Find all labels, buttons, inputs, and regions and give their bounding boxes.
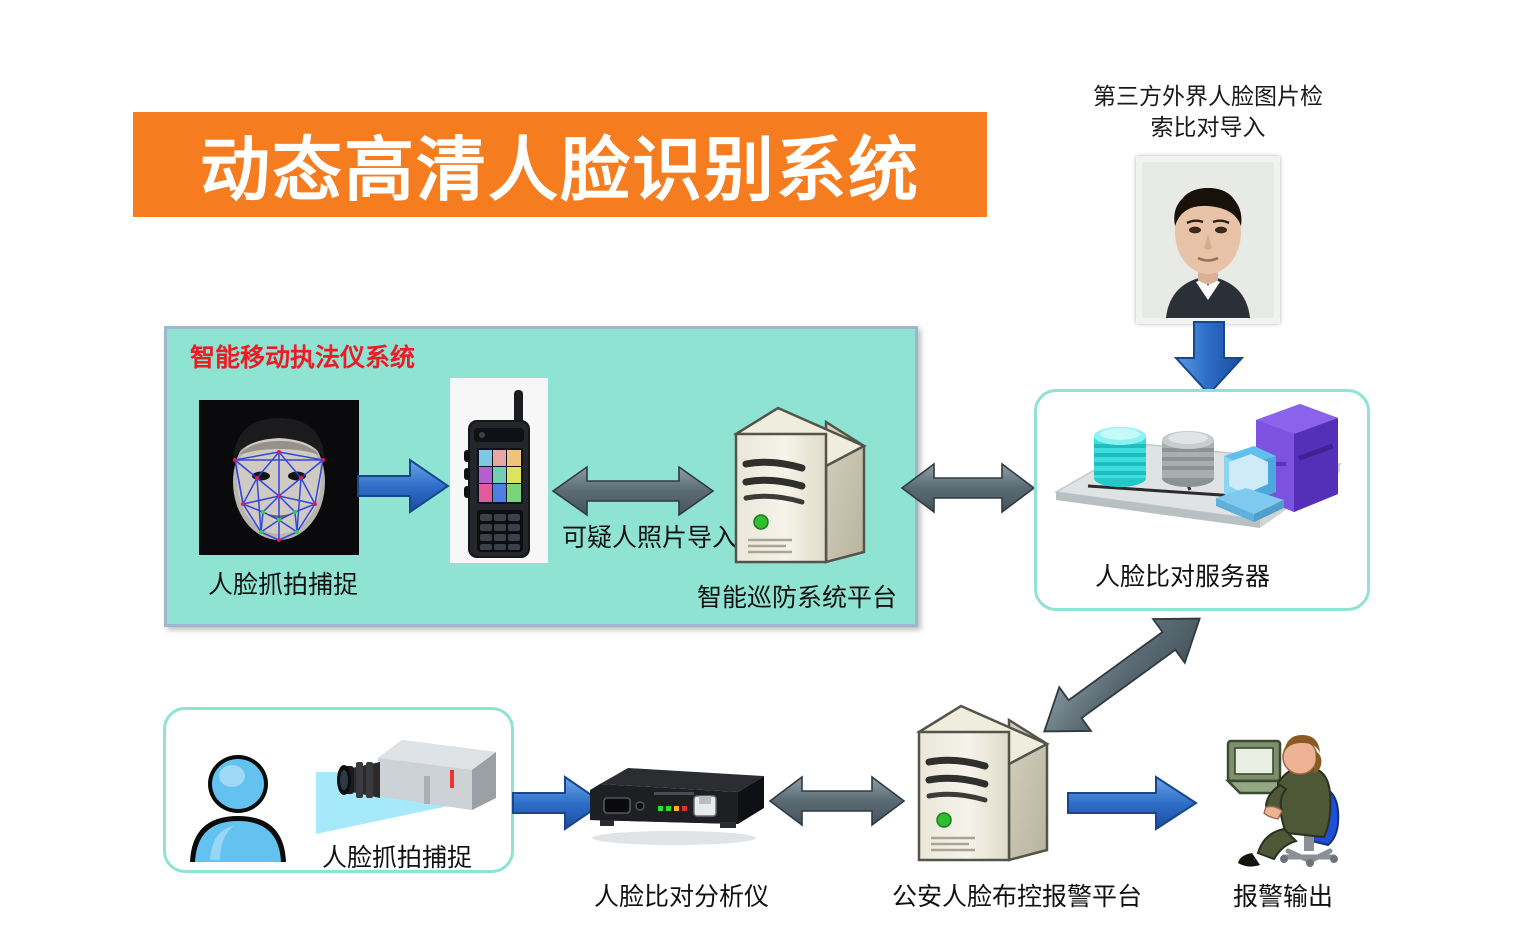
mobile-enforcement-system-title: 智能移动执法仪系统 bbox=[190, 343, 416, 372]
camera-to-analyzer-arrow bbox=[512, 775, 605, 831]
title-banner: 动态高清人脸识别系统 bbox=[133, 112, 987, 217]
label-face-analyzer: 人脸比对分析仪 bbox=[594, 882, 770, 911]
photo-to-compare-server-arrow bbox=[1173, 321, 1245, 396]
third-party-import-line1: 第三方外界人脸图片检 bbox=[1093, 84, 1323, 110]
police-to-alarm-arrow bbox=[1067, 775, 1198, 831]
page-title: 动态高清人脸识别系统 bbox=[200, 129, 920, 211]
third-party-import-line2: 索比对导入 bbox=[1150, 115, 1266, 141]
camera-capture-card bbox=[163, 707, 514, 873]
label-face-capture-camera: 人脸抓拍捕捉 bbox=[322, 843, 473, 872]
third-party-import-caption: 第三方外界人脸图片检 索比对导入 bbox=[1058, 82, 1358, 144]
compare-server-illustration bbox=[1048, 400, 1348, 540]
operator-workstation-icon bbox=[1218, 727, 1370, 867]
handheld-to-patrol-arrow bbox=[551, 465, 715, 517]
label-face-capture-mobile: 人脸抓拍捕捉 bbox=[208, 570, 359, 599]
analyzer-to-police-arrow bbox=[768, 775, 906, 827]
label-police-alarm-platform: 公安人脸布控报警平台 bbox=[892, 882, 1143, 911]
patrol-to-compare-server-arrow bbox=[900, 462, 1036, 514]
handheld-terminal-icon bbox=[450, 378, 548, 563]
label-alarm-output: 报警输出 bbox=[1233, 882, 1334, 911]
label-compare-server: 人脸比对服务器 bbox=[1095, 562, 1271, 591]
id-photo bbox=[1136, 156, 1280, 324]
police-platform-server-icon bbox=[905, 700, 1055, 872]
face-analyzer-icon bbox=[578, 762, 770, 847]
face-mesh-image bbox=[199, 400, 359, 555]
patrol-platform-server-icon bbox=[722, 402, 872, 574]
label-suspect-photo-import: 可疑人照片导入 bbox=[562, 523, 738, 552]
face-to-handheld-arrow bbox=[357, 458, 450, 514]
police-to-compare-server-arrow bbox=[1043, 617, 1201, 733]
label-patrol-platform: 智能巡防系统平台 bbox=[697, 583, 898, 612]
